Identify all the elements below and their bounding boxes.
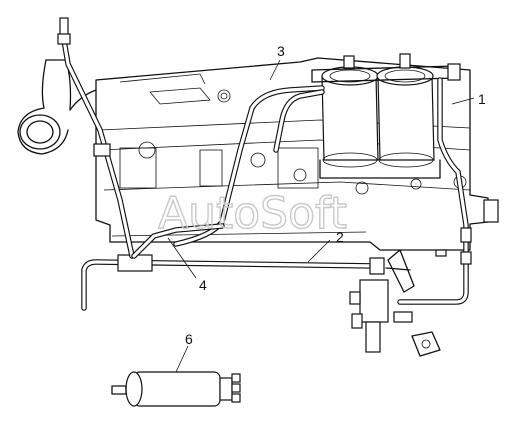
callout-3: 3	[277, 43, 285, 59]
filter-bracket	[311, 53, 461, 179]
electric-fuel-pump	[111, 371, 241, 407]
fuel-line-2	[81, 254, 385, 311]
fuel-line-3	[173, 85, 325, 247]
callout-4: 4	[199, 277, 207, 293]
leader-lines	[167, 59, 475, 373]
callout-2: 2	[336, 229, 344, 245]
callout-6: 6	[185, 331, 193, 347]
fuel-line-4	[57, 17, 225, 259]
fuel-filter-right	[376, 66, 435, 168]
air-intake-pipe	[17, 59, 97, 155]
fuel-line-1	[397, 77, 472, 305]
hand-pump-assembly	[349, 249, 447, 357]
watermark: AutoSoft	[158, 188, 347, 239]
callout-1: 1	[478, 91, 486, 107]
